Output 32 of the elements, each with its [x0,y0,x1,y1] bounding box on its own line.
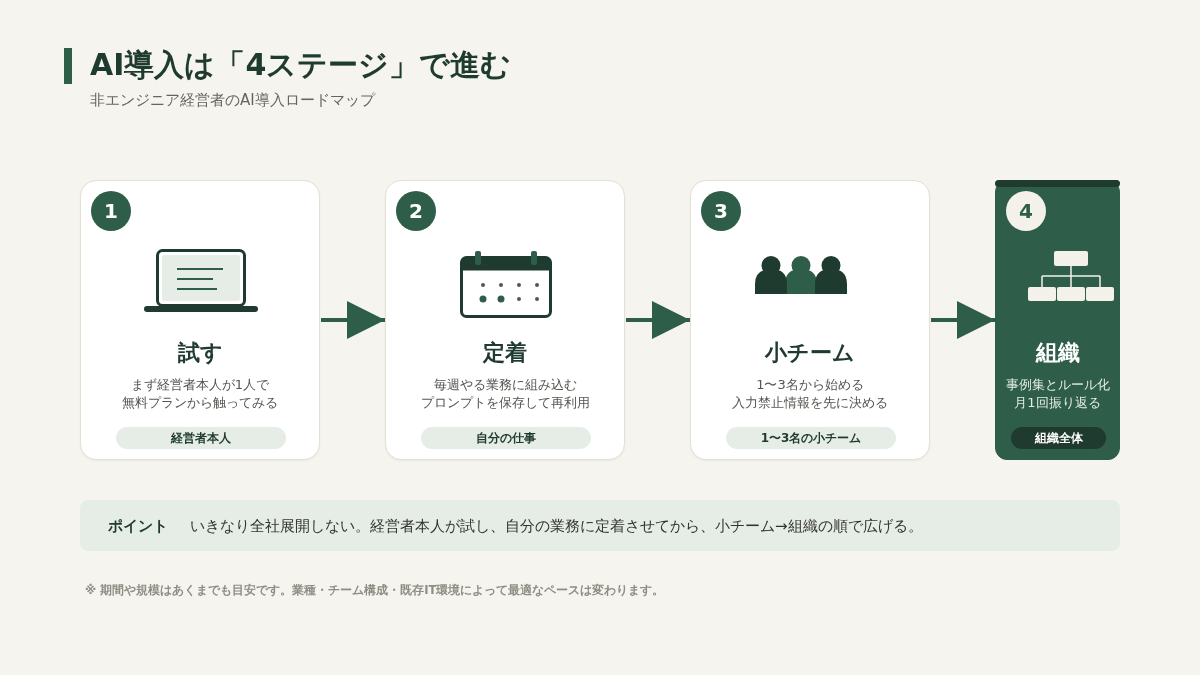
subtitle: 非エンジニア経営者のAI導入ロードマップ [90,90,375,110]
scope-tag: 経営者本人 [116,427,286,449]
step-number: 3 [701,191,741,231]
stage-card [995,180,1120,460]
stage-card [385,180,625,460]
stage-description: 1〜3名から始める [756,376,864,394]
stage-description: 入力禁止情報を先に決める [732,394,888,412]
stage-description: プロンプトを保存して再利用 [420,394,590,412]
stage-title: 定着 [483,339,527,367]
stage-description: 無料プランから触ってみる [122,394,278,412]
stage-title: 組織 [1035,339,1080,367]
stage-card [80,180,320,460]
arrow [321,301,385,339]
scope-tag: 自分の仕事 [421,427,591,449]
step-number: 4 [1006,191,1046,231]
stage-description: 月1回振り返る [1014,394,1101,412]
footnote: ※ 期間や規模はあくまでも目安です。業種・チーム構成・既存IT環境によって最適なペースは変わります。 [85,582,665,598]
stage-description: 事例集とルール化 [1005,376,1110,394]
stage-description: まず経営者本人が1人で [130,376,270,394]
step-number: 1 [91,191,131,231]
arrow [931,301,995,339]
tip-heading: ポイント [108,516,168,535]
stage-description: 毎週やる業務に組み込む [433,376,577,394]
stage-title: 小チーム [765,339,855,367]
tip-text: いきなり全社展開しない。経営者本人が試し、自分の業務に定着させてから、小チーム→組織の順で広げる。 [190,516,923,535]
scope-tag: 組織全体 [1011,427,1106,449]
step-number: 2 [396,191,436,231]
title: AI導入は「4ステージ」で進む [90,46,512,84]
stage-card [690,180,930,460]
stage-title: 試す [177,339,223,367]
scope-tag: 1〜3名の小チーム [726,427,896,449]
arrow [626,301,690,339]
